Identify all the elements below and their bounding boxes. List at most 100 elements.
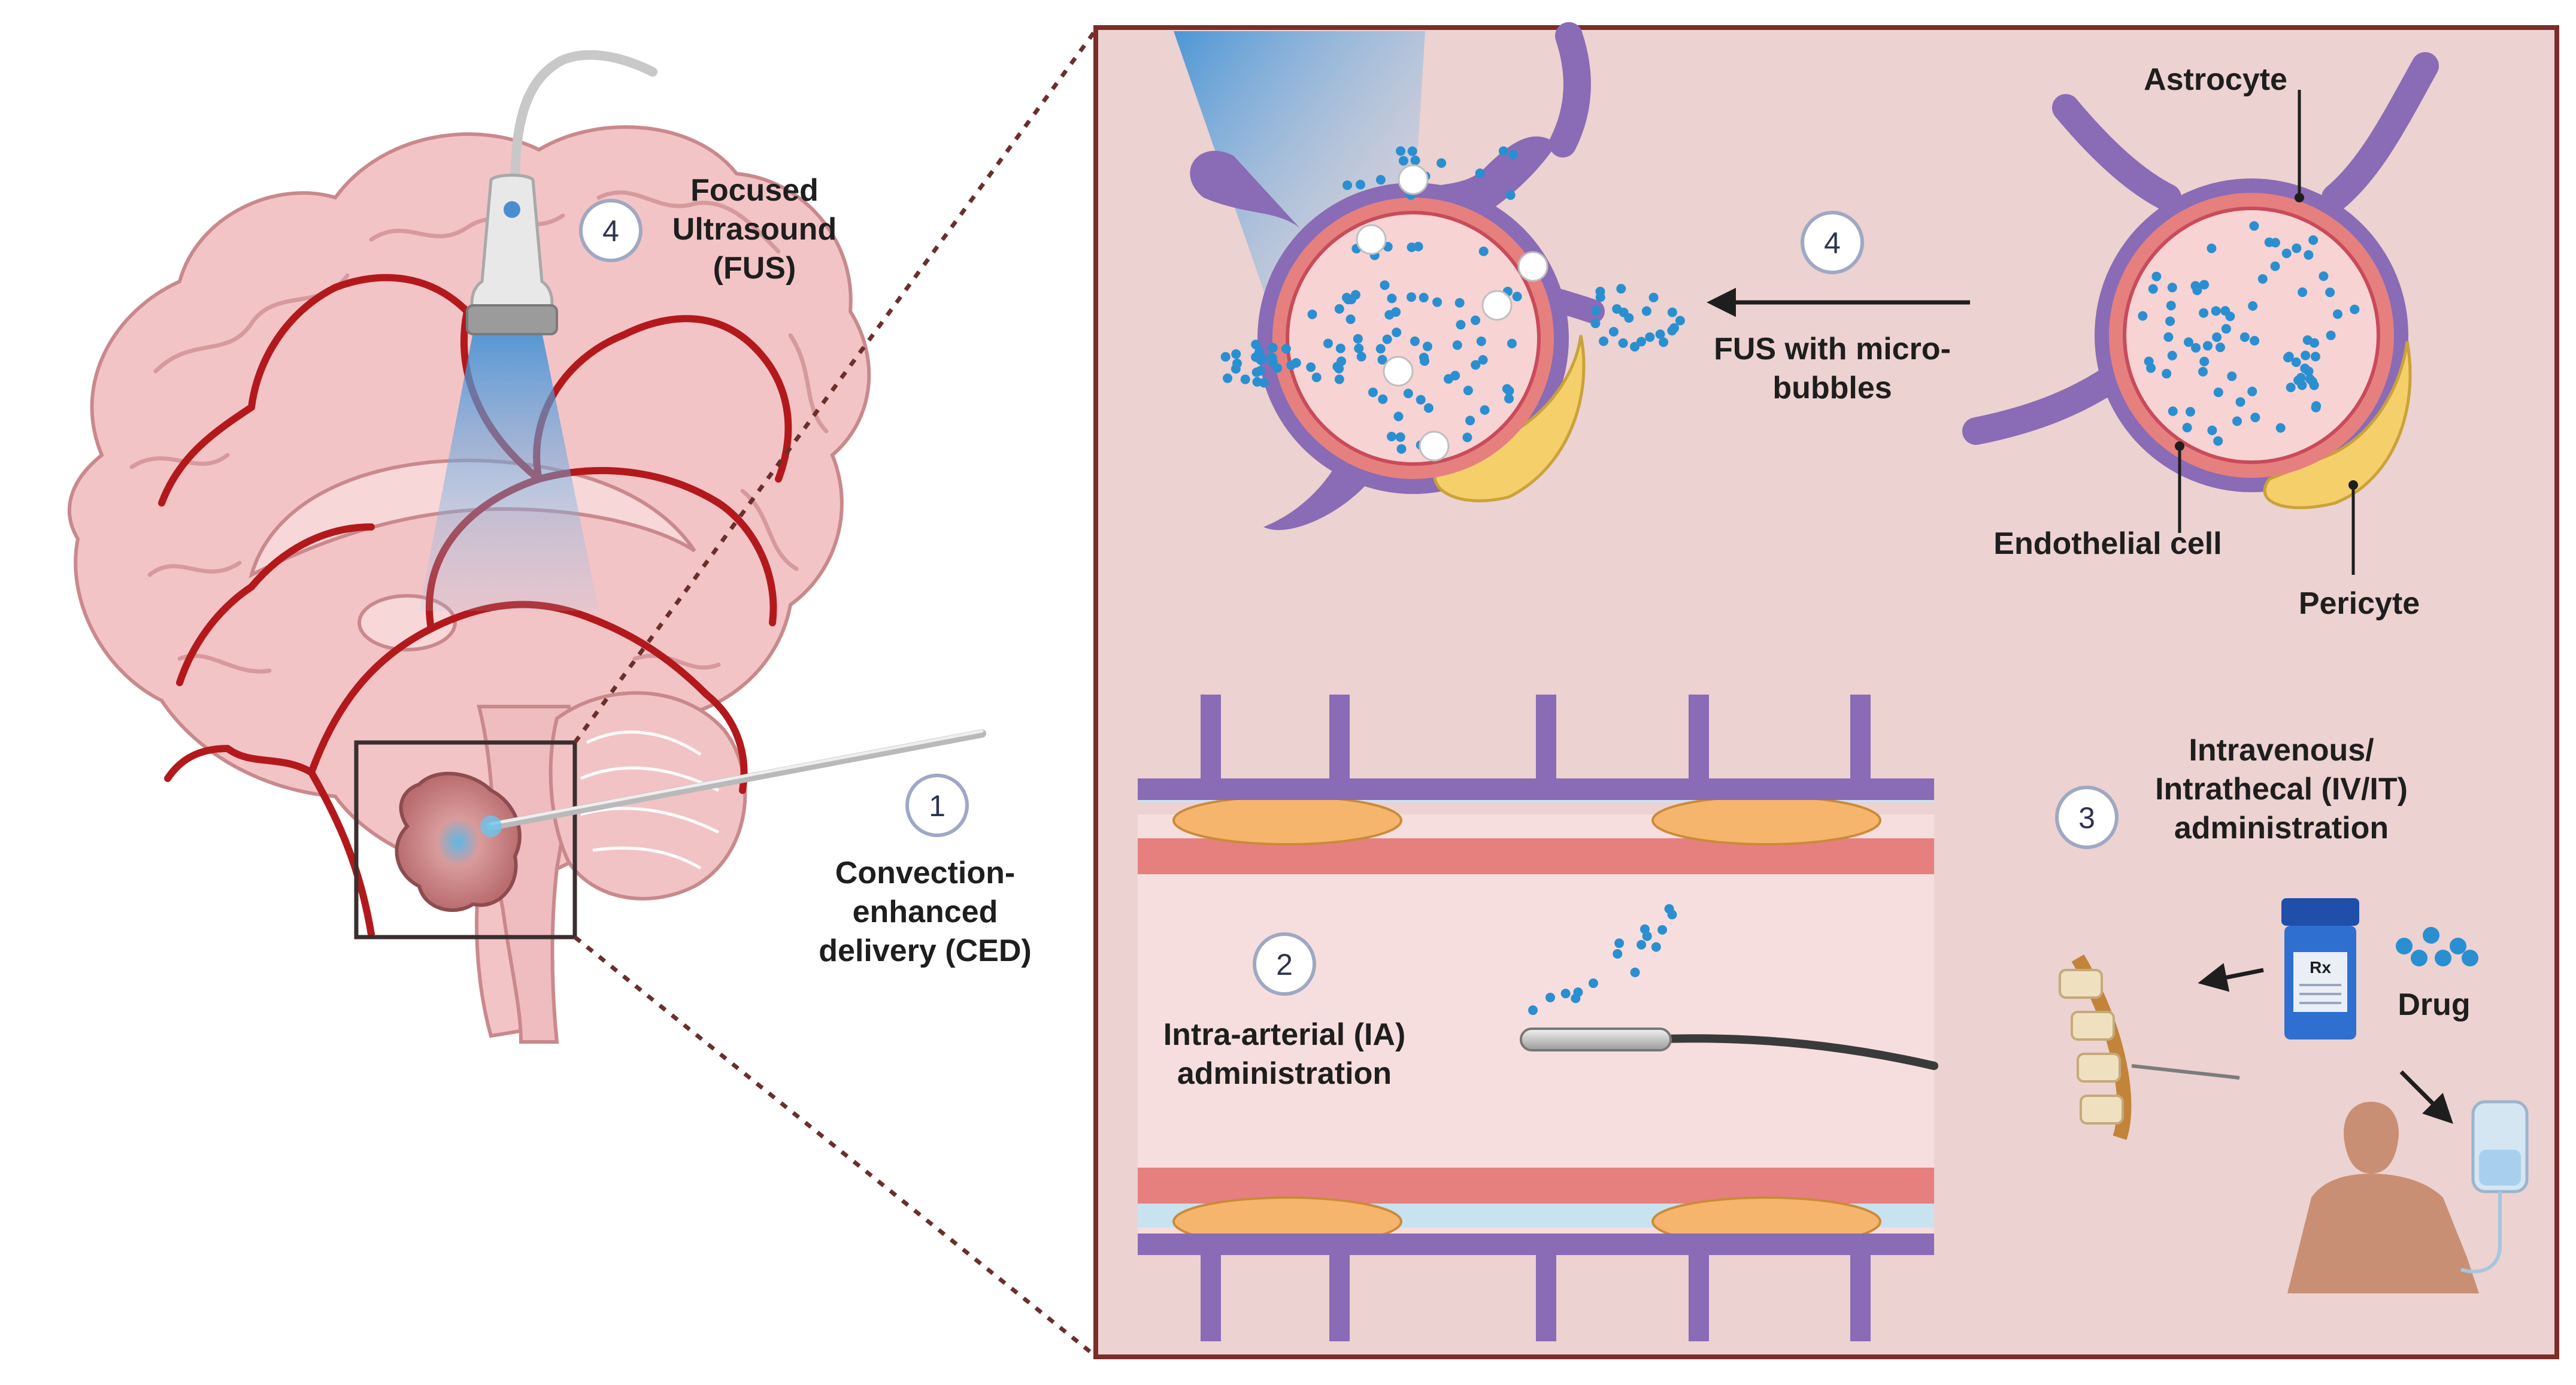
label-fus-micro-2: bubbles	[1772, 371, 1892, 405]
drug-particle	[2184, 337, 2194, 347]
drug-particle	[1334, 363, 1344, 374]
vessel-wall-longitudinal	[1138, 695, 1934, 1341]
drug-particle	[1255, 366, 1265, 376]
drug-particle	[1504, 393, 1514, 404]
drug-particle	[2190, 281, 2201, 291]
label-fus-micro-1: FUS with micro-	[1714, 332, 1951, 366]
drug-particle	[2247, 386, 2257, 396]
label-fus-3: (FUS)	[713, 251, 796, 286]
drug-particle	[1396, 444, 1407, 454]
drug-particle	[1323, 338, 1333, 348]
drug-particle	[1419, 293, 1429, 303]
drug-particle	[1220, 351, 1231, 362]
drug-particle	[2167, 283, 2177, 293]
drug-particle	[1407, 146, 1417, 156]
drug-particle	[1311, 372, 1322, 383]
drug-particle	[2239, 332, 2250, 342]
drug-particle	[1256, 355, 1266, 365]
arrow-to-iv	[2399, 1070, 2453, 1124]
drug-particle	[1334, 304, 1344, 314]
label-ced-2: enhanced	[853, 895, 998, 929]
drug-particle	[1463, 386, 1473, 396]
drug-particle	[2257, 274, 2268, 284]
drug-particle	[1335, 343, 1345, 353]
drug-particle	[1437, 158, 1447, 168]
drug-particle	[2250, 335, 2260, 346]
drug-particle	[1624, 313, 1634, 323]
label-pericyte: Pericyte	[2299, 586, 2420, 621]
drug-particle	[1639, 924, 1650, 934]
microbubble	[1517, 251, 1548, 282]
drug-particle	[1281, 344, 1291, 354]
drug-particle	[1337, 356, 1347, 366]
drug-particle	[1664, 904, 1674, 914]
drug-particle	[1432, 297, 1442, 307]
drug-particle	[2304, 366, 2314, 377]
drug-particle	[2199, 356, 2210, 366]
drug-particle	[1444, 374, 1454, 384]
badge-ced-number: 1	[929, 789, 945, 823]
drug-particle	[1454, 298, 1465, 308]
drug-particle	[1573, 987, 1583, 997]
drug-particle	[2144, 356, 2154, 366]
drug-particle	[2213, 387, 2223, 398]
drug-particle	[1416, 395, 1426, 405]
drug-particle	[1345, 314, 1356, 325]
drug-particle	[2307, 377, 2317, 387]
drug-particle	[1462, 432, 1472, 443]
drug-particle	[1591, 305, 1601, 316]
drug-particle	[1616, 284, 1626, 294]
label-drug: Drug	[2398, 987, 2470, 1022]
drug-particle	[1648, 292, 1659, 302]
label-endothelial: Endothelial cell	[1993, 526, 2222, 561]
drug-particle	[1378, 394, 1388, 404]
drug-legend-dot	[2423, 927, 2439, 944]
drug-particle	[1465, 416, 1475, 426]
microbubble	[1419, 431, 1450, 462]
badge-ced: 1	[905, 774, 969, 837]
ultrasound-probe	[470, 174, 554, 313]
drug-particle	[2162, 369, 2172, 379]
drug-particle	[2166, 301, 2176, 311]
drug-legend-dot	[2411, 950, 2427, 966]
drug-particle	[1588, 978, 1598, 989]
drug-particle	[1599, 336, 1609, 346]
drug-particle	[2191, 343, 2201, 353]
label-ced-1: Convection-	[835, 856, 1015, 890]
label-iv-1: Intravenous/	[2189, 733, 2374, 768]
drug-particle	[2296, 372, 2306, 383]
drug-particle	[1475, 168, 1485, 178]
drug-particle	[1595, 292, 1605, 302]
label-fus-2: Ultrasound	[672, 212, 837, 247]
drug-particle	[1375, 344, 1386, 354]
drug-particle	[2333, 309, 2343, 319]
drug-particle	[2211, 306, 2221, 316]
drug-particle	[1456, 320, 1466, 330]
drug-particle	[1471, 315, 1481, 325]
drug-particle	[1608, 326, 1619, 337]
drug-particle	[2264, 237, 2274, 247]
drug-particle	[1419, 353, 1429, 363]
drug-particle	[1614, 938, 1625, 948]
drug-particle	[1659, 337, 1669, 347]
drug-particle	[1396, 146, 1406, 156]
ia-catheter-tip	[1520, 1028, 1672, 1051]
drug-particle	[1504, 386, 1514, 396]
drug-particle	[1667, 326, 1677, 336]
drug-particle	[1307, 309, 1317, 319]
drug-particle	[1667, 307, 1677, 317]
label-ced-3: delivery (CED)	[819, 934, 1031, 968]
drug-particles	[1220, 146, 2478, 1016]
drug-particle	[1545, 992, 1555, 1002]
drug-particle	[1476, 337, 1486, 347]
drug-particle	[2298, 287, 2308, 298]
badge-iv: 3	[2055, 786, 2119, 849]
drug-particle	[1254, 347, 1265, 357]
drug-legend-dot	[2462, 950, 2478, 966]
pill-bottle-cap	[2281, 898, 2359, 926]
drug-particle	[1350, 290, 1360, 300]
drug-particle	[1406, 292, 1416, 302]
drug-legend-dot	[2435, 950, 2451, 966]
